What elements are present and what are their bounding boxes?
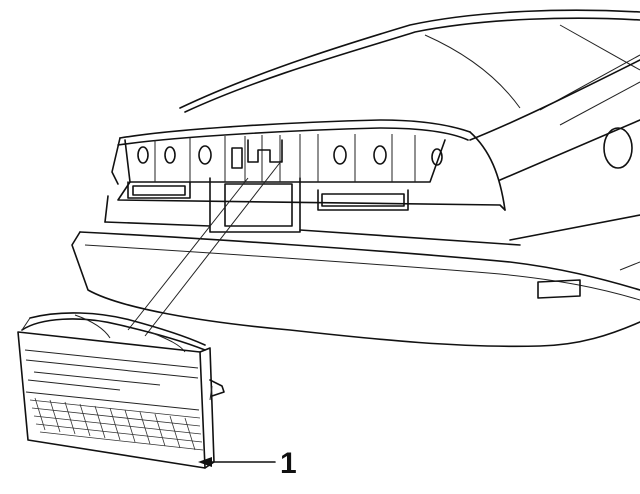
callout-1: 1 [198,447,297,480]
leader-lines [127,159,283,337]
trunk-lid [111,119,506,211]
tail-panel [117,134,506,211]
car-rear-body [179,9,640,241]
tail-lamp-lens [17,312,225,469]
callout-number: 1 [280,447,297,480]
arrowhead-icon [198,457,212,467]
rear-fascia [104,177,521,246]
rear-bumper [71,231,640,348]
